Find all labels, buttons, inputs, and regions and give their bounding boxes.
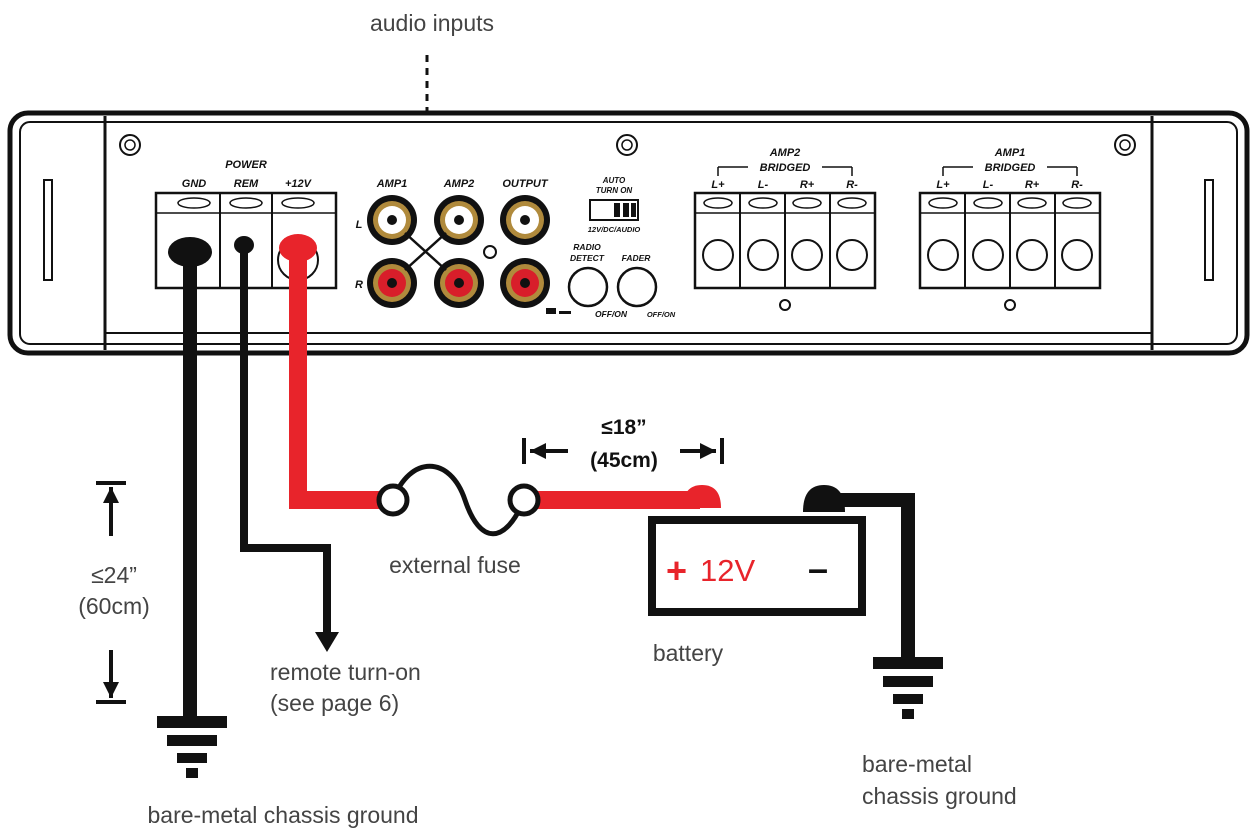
battery-positive-sign: + <box>666 550 687 591</box>
down-arrow-icon <box>103 682 119 698</box>
turn-on-label: TURN ON <box>596 186 633 195</box>
rem-label: REM <box>234 178 259 190</box>
fuse-distance-line1: ≤18” <box>601 416 646 439</box>
amp2-lminus-label: L- <box>758 179 769 191</box>
amp1-lplus-label: L+ <box>936 179 950 191</box>
rca-amp1-left-jack[interactable] <box>367 195 417 245</box>
ground-wire <box>168 237 212 718</box>
ground-distance-dimension <box>96 481 126 704</box>
battery-caption: battery <box>653 640 724 666</box>
rca-output-label: OUTPUT <box>502 178 549 190</box>
external-fuse-caption: external fuse <box>389 552 521 578</box>
amp1-lminus-label: L- <box>983 179 994 191</box>
amp1-rminus-label: R- <box>1071 179 1083 191</box>
detect-label: DETECT <box>570 253 605 263</box>
rca-amp1-right-jack[interactable] <box>367 258 417 308</box>
indicator-led <box>483 245 497 259</box>
auto-mode-label: 12V/DC/AUDIO <box>588 225 641 234</box>
amp2-lplus-label: L+ <box>711 179 725 191</box>
battery-icon <box>648 485 866 616</box>
ground-symbol-icon <box>157 716 227 778</box>
fader-label: FADER <box>622 253 652 263</box>
amp1-rplus-label: R+ <box>1025 179 1040 191</box>
screw-icon <box>616 134 638 156</box>
rca-amp2-right-jack[interactable] <box>434 258 484 308</box>
rca-amp2-left-jack[interactable] <box>434 195 484 245</box>
rca-amp2-label: AMP2 <box>443 178 475 190</box>
rca-output-right-jack[interactable] <box>500 258 550 308</box>
fuse-distance-dimension <box>522 438 724 464</box>
fuse-distance-line2: (45cm) <box>590 449 658 472</box>
radio-detect-button[interactable] <box>567 266 609 308</box>
battery-ground-wire <box>824 493 915 660</box>
remote-wire <box>234 236 339 652</box>
rca-left-label: L <box>356 219 363 231</box>
rca-amp1-label: AMP1 <box>376 178 408 190</box>
switch-position-icon <box>546 308 571 314</box>
spk-amp1-label: AMP1 <box>994 147 1026 159</box>
battery-negative-sign: – <box>808 548 828 589</box>
rca-cross-icon <box>404 232 447 271</box>
up-arrow-icon <box>103 487 119 503</box>
auto-label: AUTO <box>602 176 626 185</box>
fader-off-on-label: OFF/ON <box>647 310 676 319</box>
plus12v-label: +12V <box>285 178 313 190</box>
fuse-icon <box>376 463 541 537</box>
power-wire <box>279 234 721 509</box>
audio-inputs-caption: audio inputs <box>370 10 494 36</box>
amp2-rminus-label: R- <box>846 179 858 191</box>
rca-output-left-jack[interactable] <box>500 195 550 245</box>
remote-caption-line2: (see page 6) <box>270 690 399 716</box>
amp2-rplus-label: R+ <box>800 179 815 191</box>
amp1-bridged-label: BRIDGED <box>985 162 1036 174</box>
spk-amp2-label: AMP2 <box>769 147 801 159</box>
ground-left-caption: bare-metal chassis ground <box>147 802 418 828</box>
ground-symbol-icon <box>873 657 943 719</box>
ground-distance-line2: (60cm) <box>78 593 150 619</box>
remote-arrow-icon <box>315 632 339 652</box>
amp2-bridged-label: BRIDGED <box>760 162 811 174</box>
battery-positive-post <box>683 485 721 508</box>
auto-turn-on-switch[interactable] <box>589 199 639 221</box>
fader-button[interactable] <box>616 266 658 308</box>
amp2-speaker-block: AMP2 BRIDGED L+ L- R+ R- <box>693 147 877 311</box>
radio-label: RADIO <box>573 242 601 252</box>
amplifier-chassis <box>7 110 1250 356</box>
gnd-label: GND <box>182 178 207 190</box>
ground-right-caption-line1: bare-metal <box>862 751 972 777</box>
amp1-speaker-block: AMP1 BRIDGED L+ L- R+ R- <box>918 147 1102 311</box>
screw-icon <box>1114 134 1136 156</box>
power-title: POWER <box>225 159 267 171</box>
screw-icon <box>119 134 141 156</box>
remote-caption-line1: remote turn-on <box>270 659 421 685</box>
rca-right-label: R <box>355 279 363 291</box>
ground-distance-line1: ≤24” <box>91 562 137 588</box>
ground-right-caption-line2: chassis ground <box>862 783 1017 809</box>
radio-off-on-label: OFF/ON <box>595 309 628 319</box>
battery-voltage-label: 12V <box>700 553 755 588</box>
